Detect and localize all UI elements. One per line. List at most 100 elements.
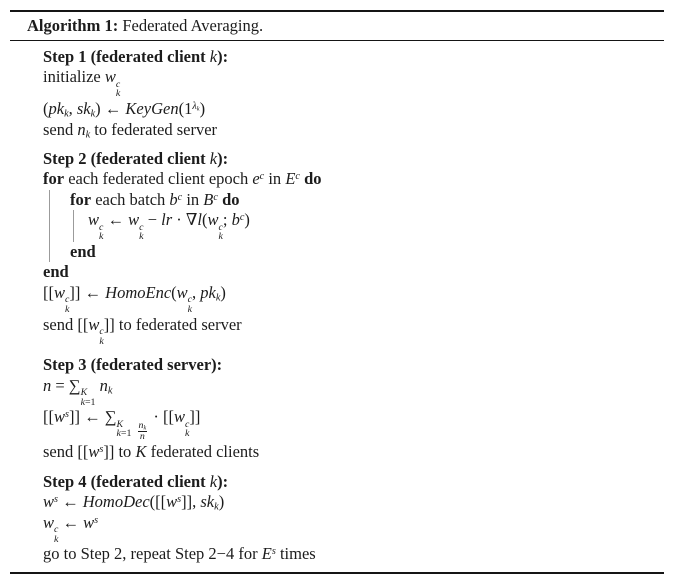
subscript: k bbox=[86, 129, 91, 140]
text-run: n bbox=[43, 375, 52, 395]
text-run: end bbox=[70, 241, 96, 261]
text-run: end bbox=[43, 262, 69, 282]
text-run: k bbox=[196, 105, 200, 113]
text-run: b bbox=[169, 189, 178, 209]
text-run: ( bbox=[171, 282, 177, 302]
text-run: = ∑ bbox=[51, 375, 81, 395]
text-run: ]] bbox=[189, 407, 201, 427]
text-run: initialize bbox=[43, 67, 105, 87]
algorithm-title-text: Federated Averaging. bbox=[118, 16, 264, 35]
text-run: ← bbox=[58, 512, 84, 532]
text-run: w bbox=[54, 407, 66, 427]
send-ws-line: send [[ws]] to K federated clients bbox=[43, 442, 664, 462]
subscript: k bbox=[108, 385, 113, 396]
text-run: ): bbox=[217, 471, 229, 491]
step2-header-content: Step 2 (federated client k): bbox=[43, 149, 228, 169]
send-nk-line: send nk to federated server bbox=[43, 120, 664, 140]
text-run: B bbox=[203, 189, 214, 209]
text-run: ) bbox=[220, 282, 226, 302]
text-run: c bbox=[115, 78, 121, 90]
algorithm-body: Step 1 (federated client k): initialize w… bbox=[10, 41, 664, 572]
algorithm-box: Algorithm 1: Federated Averaging. Step 1… bbox=[10, 10, 664, 574]
text-run: c bbox=[218, 221, 223, 233]
text-run: ) bbox=[199, 99, 206, 119]
text-run: ; bbox=[222, 210, 232, 230]
text-run: k bbox=[209, 471, 218, 491]
text-run: b bbox=[231, 210, 240, 230]
superscript: c bbox=[178, 192, 183, 203]
text-run: Step 2 (federated client bbox=[43, 148, 210, 168]
text-run: [[ bbox=[43, 407, 54, 427]
text-run: =1 bbox=[120, 428, 132, 440]
superscript: c bbox=[240, 212, 245, 223]
subscript: k bbox=[64, 109, 69, 120]
subscript: k bbox=[91, 109, 96, 120]
text-run: Step 1 (federated client bbox=[43, 47, 210, 66]
text-run: s bbox=[99, 444, 104, 456]
text-run: c bbox=[259, 171, 265, 183]
text-run: k bbox=[215, 292, 221, 304]
text-run: Step 3 (federated server): bbox=[43, 355, 223, 375]
text-run: send [[ bbox=[43, 314, 89, 334]
text-run: − bbox=[143, 210, 162, 230]
text-run: c bbox=[65, 294, 70, 306]
text-run: pk bbox=[200, 282, 216, 302]
top-rule bbox=[10, 10, 664, 12]
text-run: k bbox=[85, 129, 91, 141]
for-batch-line: for each batch bc in Bc do bbox=[43, 189, 664, 211]
step2-header: Step 2 (federated client k): bbox=[43, 149, 664, 169]
text-run: w bbox=[173, 407, 185, 427]
superscript: s bbox=[94, 515, 98, 526]
text-run: K bbox=[135, 442, 147, 462]
text-run: c bbox=[295, 171, 300, 183]
superscript: c bbox=[295, 171, 300, 182]
superscript: λk bbox=[192, 101, 200, 113]
text-run: w bbox=[176, 282, 188, 302]
text-run: ]] to bbox=[103, 442, 136, 462]
text-run: to federated server bbox=[90, 119, 218, 139]
text-run: w bbox=[43, 492, 55, 512]
text-run: ( bbox=[202, 210, 208, 230]
text-run: ): bbox=[217, 148, 229, 168]
text-run: E bbox=[261, 544, 272, 564]
step4-header: Step 4 (federated client k): bbox=[43, 472, 664, 492]
text-run: send bbox=[43, 119, 78, 139]
text-run: k bbox=[54, 533, 59, 545]
text-run: c bbox=[177, 191, 183, 203]
text-run: send [[ bbox=[43, 442, 89, 462]
text-run: w bbox=[128, 210, 140, 230]
step3-header: Step 3 (federated server): bbox=[43, 355, 664, 375]
text-run: ]] ← bbox=[69, 282, 106, 302]
text-run: ← bbox=[58, 492, 83, 512]
subscript: k bbox=[216, 292, 221, 303]
for-epoch-line: for each federated client epoch ec in Ec… bbox=[43, 169, 664, 189]
end-outer-line: end bbox=[43, 262, 664, 282]
end-inner-line: end bbox=[43, 241, 664, 263]
end-inner-line-content: end bbox=[70, 242, 96, 262]
superscript: s bbox=[99, 444, 103, 455]
superscript: c bbox=[213, 192, 218, 203]
text-run: each federated client epoch bbox=[64, 169, 253, 189]
text-run: k bbox=[64, 108, 69, 120]
loop-indent-bar bbox=[49, 210, 50, 242]
text-run: k bbox=[184, 428, 190, 440]
text-run: l bbox=[197, 210, 202, 230]
text-run: k bbox=[209, 47, 218, 66]
text-run: k bbox=[99, 335, 104, 347]
for-batch-line-content: for each batch bc in Bc do bbox=[70, 190, 240, 210]
text-run: k bbox=[187, 303, 193, 315]
bottom-rule bbox=[10, 571, 664, 574]
